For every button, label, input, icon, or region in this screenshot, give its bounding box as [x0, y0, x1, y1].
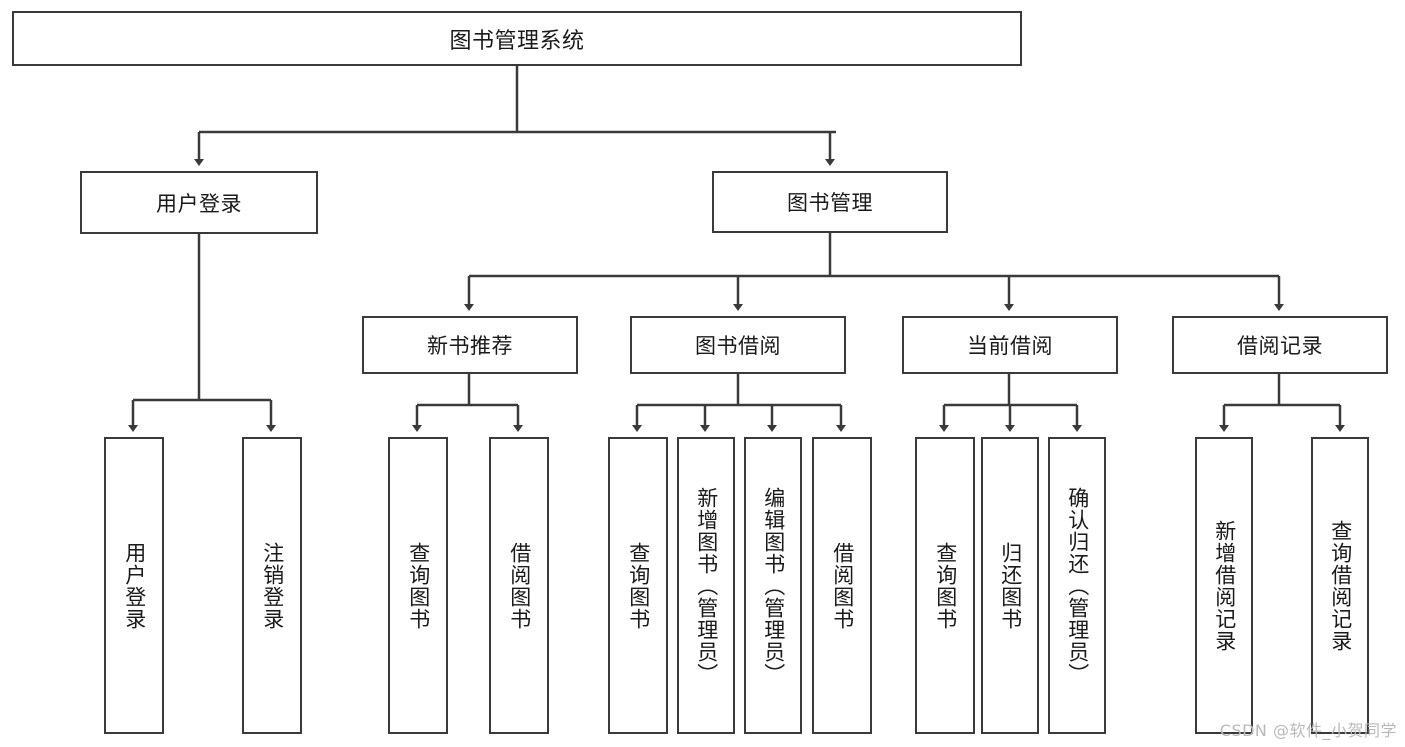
leaf-new-book-2[interactable]: 借阅图书: [489, 437, 549, 734]
leaf-book-borrow-4[interactable]: 借阅图书: [812, 437, 872, 734]
leaf-current-borrow-1[interactable]: 查询图书: [915, 437, 975, 734]
leaf-current-borrow-3[interactable]: 确认归还（管理员）: [1048, 437, 1106, 734]
leaf-user-login-1[interactable]: 用户登录: [104, 437, 164, 734]
leaf-book-borrow-2[interactable]: 新增图书（管理员）: [677, 437, 735, 734]
leaf-current-borrow-2[interactable]: 归还图书: [981, 437, 1039, 734]
leaf-borrow-record-2[interactable]: 查询借阅记录: [1311, 437, 1369, 734]
csdn-watermark: CSDN @软件_小贺同学: [1219, 721, 1397, 740]
leaf-book-borrow-3[interactable]: 编辑图书（管理员）: [744, 437, 802, 734]
node-book-management[interactable]: 图书管理: [712, 171, 948, 233]
leaf-book-borrow-1[interactable]: 查询图书: [608, 437, 668, 734]
node-book-borrow[interactable]: 图书借阅: [630, 316, 846, 374]
node-new-book-recommend[interactable]: 新书推荐: [362, 316, 578, 374]
leaf-new-book-1[interactable]: 查询图书: [388, 437, 448, 734]
leaf-borrow-record-1[interactable]: 新增借阅记录: [1195, 437, 1253, 734]
node-current-borrow[interactable]: 当前借阅: [902, 316, 1118, 374]
leaf-user-login-2[interactable]: 注销登录: [242, 437, 302, 734]
node-root-system[interactable]: 图书管理系统: [12, 11, 1022, 66]
node-user-login[interactable]: 用户登录: [80, 171, 318, 234]
node-borrow-record[interactable]: 借阅记录: [1172, 316, 1388, 374]
